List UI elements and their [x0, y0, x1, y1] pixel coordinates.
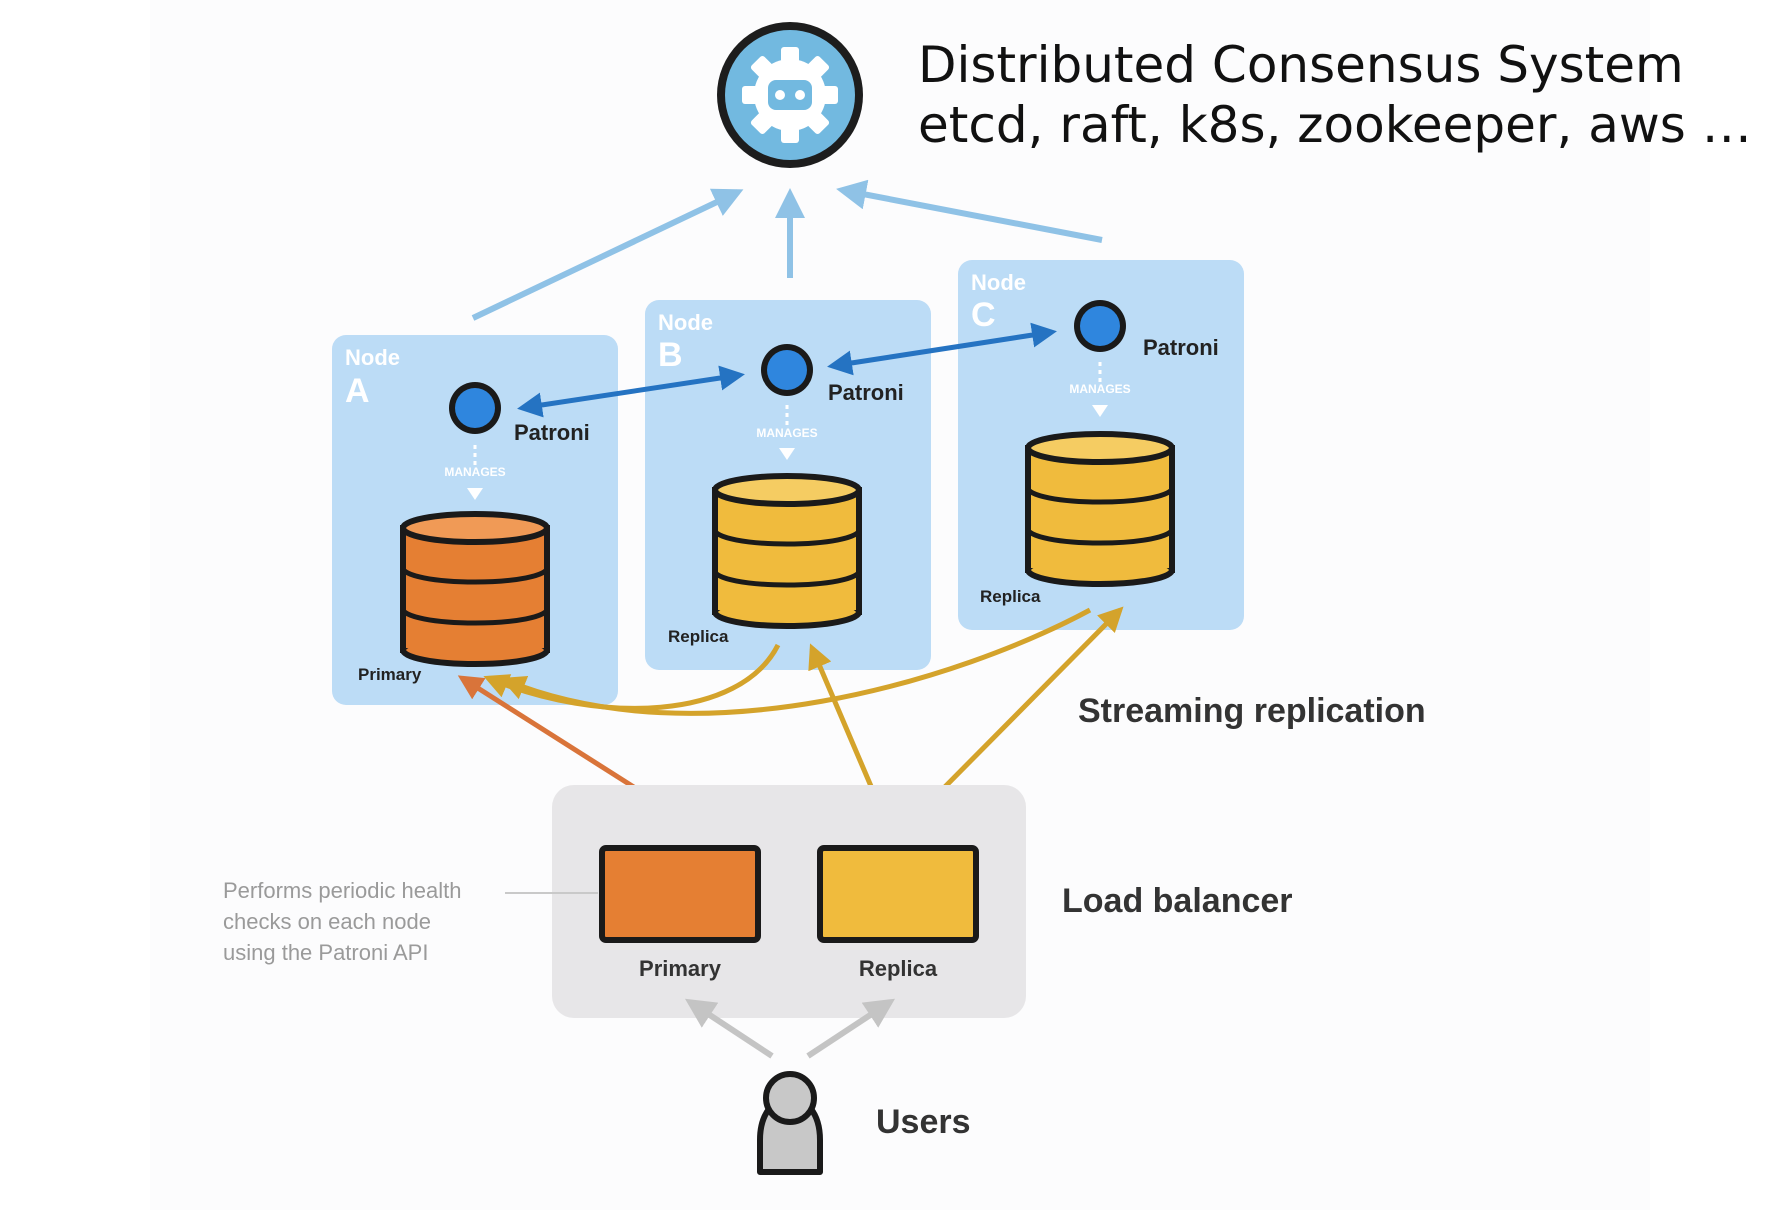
node-c-patroni-label: Patroni — [1143, 335, 1219, 360]
node-c-database-icon — [1025, 431, 1175, 587]
node-c-panel: Node C Patroni MANAGES Replica — [958, 260, 1244, 630]
load-balancer-title: Load balancer — [1062, 882, 1293, 920]
users-label: Users — [876, 1103, 971, 1141]
lb-primary-label: Primary — [639, 956, 722, 981]
arrow-lb-replica-to-node-c — [920, 606, 1124, 812]
consensus-arrows — [471, 179, 1103, 321]
load-balancer-panel: Primary Replica — [552, 785, 1026, 1018]
node-a-panel: Node A Patroni MANAGES Primary — [332, 335, 618, 705]
streaming-replication-label: Streaming replication — [1078, 692, 1426, 730]
node-b-label-word: Node — [658, 310, 713, 335]
lb-replica-label: Replica — [859, 956, 938, 981]
node-c-label-letter: C — [971, 296, 996, 334]
lb-primary-box — [599, 845, 761, 943]
user-icon — [757, 1071, 823, 1175]
node-b-db-role: Replica — [668, 627, 729, 646]
node-a-database-icon — [400, 511, 550, 667]
node-a-patroni-label: Patroni — [514, 420, 590, 445]
node-a-db-role: Primary — [358, 665, 422, 684]
node-c-label-word: Node — [971, 270, 1026, 295]
arrow-replication-b-to-a — [483, 643, 781, 711]
title-line-1: Distributed Consensus System — [918, 36, 1684, 94]
lb-replica-box — [817, 845, 979, 943]
consensus-system-icon — [717, 22, 863, 168]
arrow-node-a-to-consensus — [471, 188, 744, 321]
arrow-users-to-lb-replica — [806, 998, 896, 1059]
arrow-lb-replica-to-node-b — [808, 643, 885, 813]
users-arrows — [684, 998, 896, 1059]
node-a-label-letter: A — [345, 372, 370, 410]
title-line-2: etcd, raft, k8s, zookeeper, aws … — [918, 96, 1752, 154]
health-check-line-3: using the Patroni API — [223, 940, 428, 965]
node-b-patroni-label: Patroni — [828, 380, 904, 405]
node-c-db-role: Replica — [980, 587, 1041, 606]
arrow-patroni-b-c — [827, 322, 1057, 376]
arrow-node-c-to-consensus — [836, 179, 1103, 243]
node-b-label-letter: B — [658, 336, 683, 374]
health-check-line-1: Performs periodic health — [223, 878, 461, 903]
node-a-manages-label: MANAGES — [444, 465, 505, 479]
arrow-replication-c-to-a — [500, 607, 1092, 716]
node-b-manages-label: MANAGES — [756, 426, 817, 440]
arrow-patroni-a-b — [517, 365, 745, 418]
patroni-peer-arrows — [517, 322, 1057, 418]
streaming-replication-arrows — [483, 607, 1092, 716]
node-b-database-icon — [712, 473, 862, 629]
node-a-label-word: Node — [345, 345, 400, 370]
node-c-manages-label: MANAGES — [1069, 382, 1130, 396]
health-check-line-2: checks on each node — [223, 909, 431, 934]
arrow-users-to-lb-primary — [684, 998, 774, 1059]
